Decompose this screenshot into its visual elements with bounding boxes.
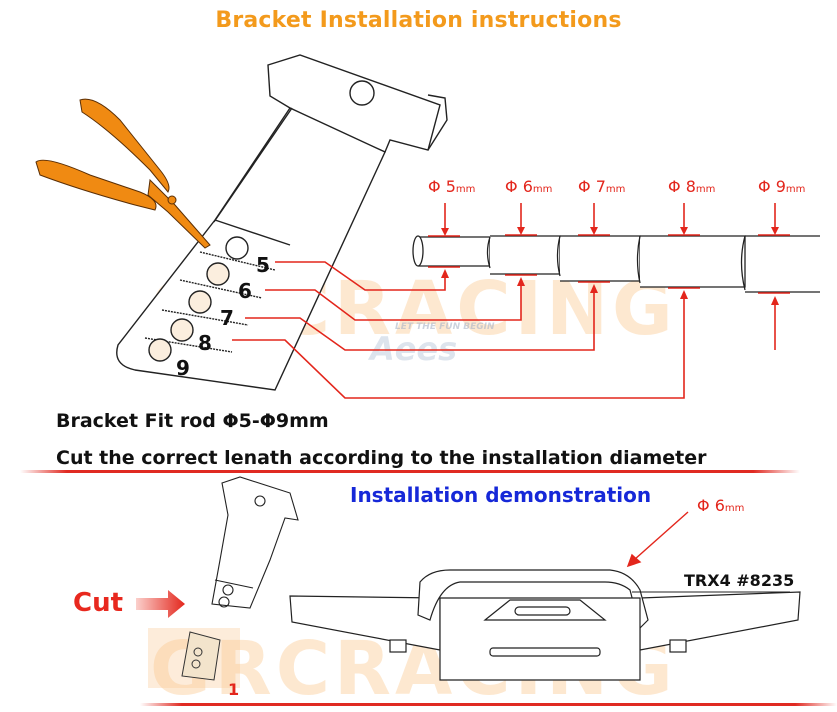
- bracket-number-9: 9: [176, 356, 190, 380]
- page-title: Bracket Installation instructions: [215, 8, 622, 33]
- bracket-small: [211, 476, 299, 609]
- pliers-icon: [35, 98, 211, 249]
- fit-range-caption: Bracket Fit rod Φ5-Φ9mm: [56, 410, 329, 432]
- demo-title: Installation demonstration: [350, 483, 652, 507]
- bumper-trx4: [289, 569, 801, 681]
- bracket-number-5: 5: [256, 253, 270, 277]
- diameter-label-6: Φ 6mm: [505, 177, 553, 196]
- demo-diameter-callout: Φ 6mm: [697, 496, 745, 515]
- bracket-large: [116, 54, 448, 391]
- bracket-number-8: 8: [198, 331, 212, 355]
- diameter-label-7: Φ 7mm: [578, 177, 626, 196]
- cut-piece: [148, 628, 240, 688]
- cut-label: Cut: [73, 588, 124, 618]
- diameter-label-5: Φ 5mm: [428, 177, 476, 196]
- bracket-number-6: 6: [238, 279, 252, 303]
- watermark-sub-brand: Aees: [370, 330, 458, 368]
- arrow-heads: [441, 227, 779, 305]
- diameter-markers: [232, 203, 790, 399]
- bracket-size-numbers: 5 6 7 8 9: [176, 253, 270, 380]
- model-label: TRX4 #8235: [684, 571, 795, 590]
- cut-arrow-icon: [136, 590, 185, 618]
- diameter-label-8: Φ 8mm: [668, 177, 716, 196]
- piece-index: 1: [228, 680, 240, 699]
- watermark-slogan: LET THE FUN BEGIN: [395, 322, 495, 332]
- diameter-label-9: Φ 9mm: [758, 177, 806, 196]
- cut-instruction-caption: Cut the correct lenath according to the …: [56, 447, 707, 469]
- section-divider: [20, 470, 800, 473]
- demo-callout-arrow: [626, 511, 689, 568]
- bottom-divider: [140, 703, 837, 706]
- bracket-number-7: 7: [220, 306, 234, 330]
- stepped-rod: [412, 235, 820, 293]
